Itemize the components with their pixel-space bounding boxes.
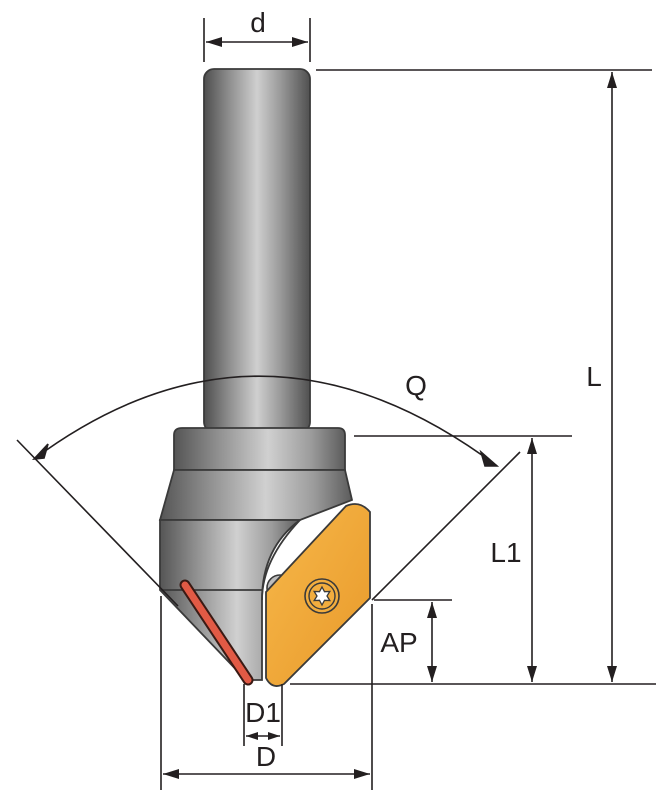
d-arrow-right xyxy=(292,37,308,47)
pocket-curve xyxy=(261,519,301,601)
label-D1: D1 xyxy=(245,697,281,728)
label-d: d xyxy=(250,7,266,38)
arc-arrow-left xyxy=(31,443,49,461)
d-arrow-left xyxy=(206,37,222,47)
L-arrow-top xyxy=(607,72,617,88)
label-D: D xyxy=(256,741,276,772)
D1-arrow-right xyxy=(268,732,280,740)
D-arrow-left xyxy=(163,769,179,779)
angle-arc xyxy=(33,375,498,467)
body-taper xyxy=(158,469,354,521)
L1-arrow-bottom xyxy=(527,666,537,682)
angle-line-left xyxy=(16,439,179,607)
L1-arrow-top xyxy=(527,438,537,454)
D-arrow-right xyxy=(354,769,370,779)
L-arrow-bottom xyxy=(607,666,617,682)
label-Q: Q xyxy=(405,370,427,401)
collar xyxy=(173,427,346,471)
body-lower xyxy=(159,519,303,681)
label-L1: L1 xyxy=(490,537,521,568)
red-insert xyxy=(181,581,252,684)
arc-arrow-right xyxy=(479,449,500,467)
AP-arrow-top xyxy=(427,602,437,618)
label-L: L xyxy=(586,361,602,392)
torx-screw-icon xyxy=(304,578,340,614)
D1-arrow-left xyxy=(246,732,258,740)
label-AP: AP xyxy=(380,627,417,658)
angle-line-right xyxy=(371,451,521,601)
AP-arrow-bottom xyxy=(427,666,437,682)
